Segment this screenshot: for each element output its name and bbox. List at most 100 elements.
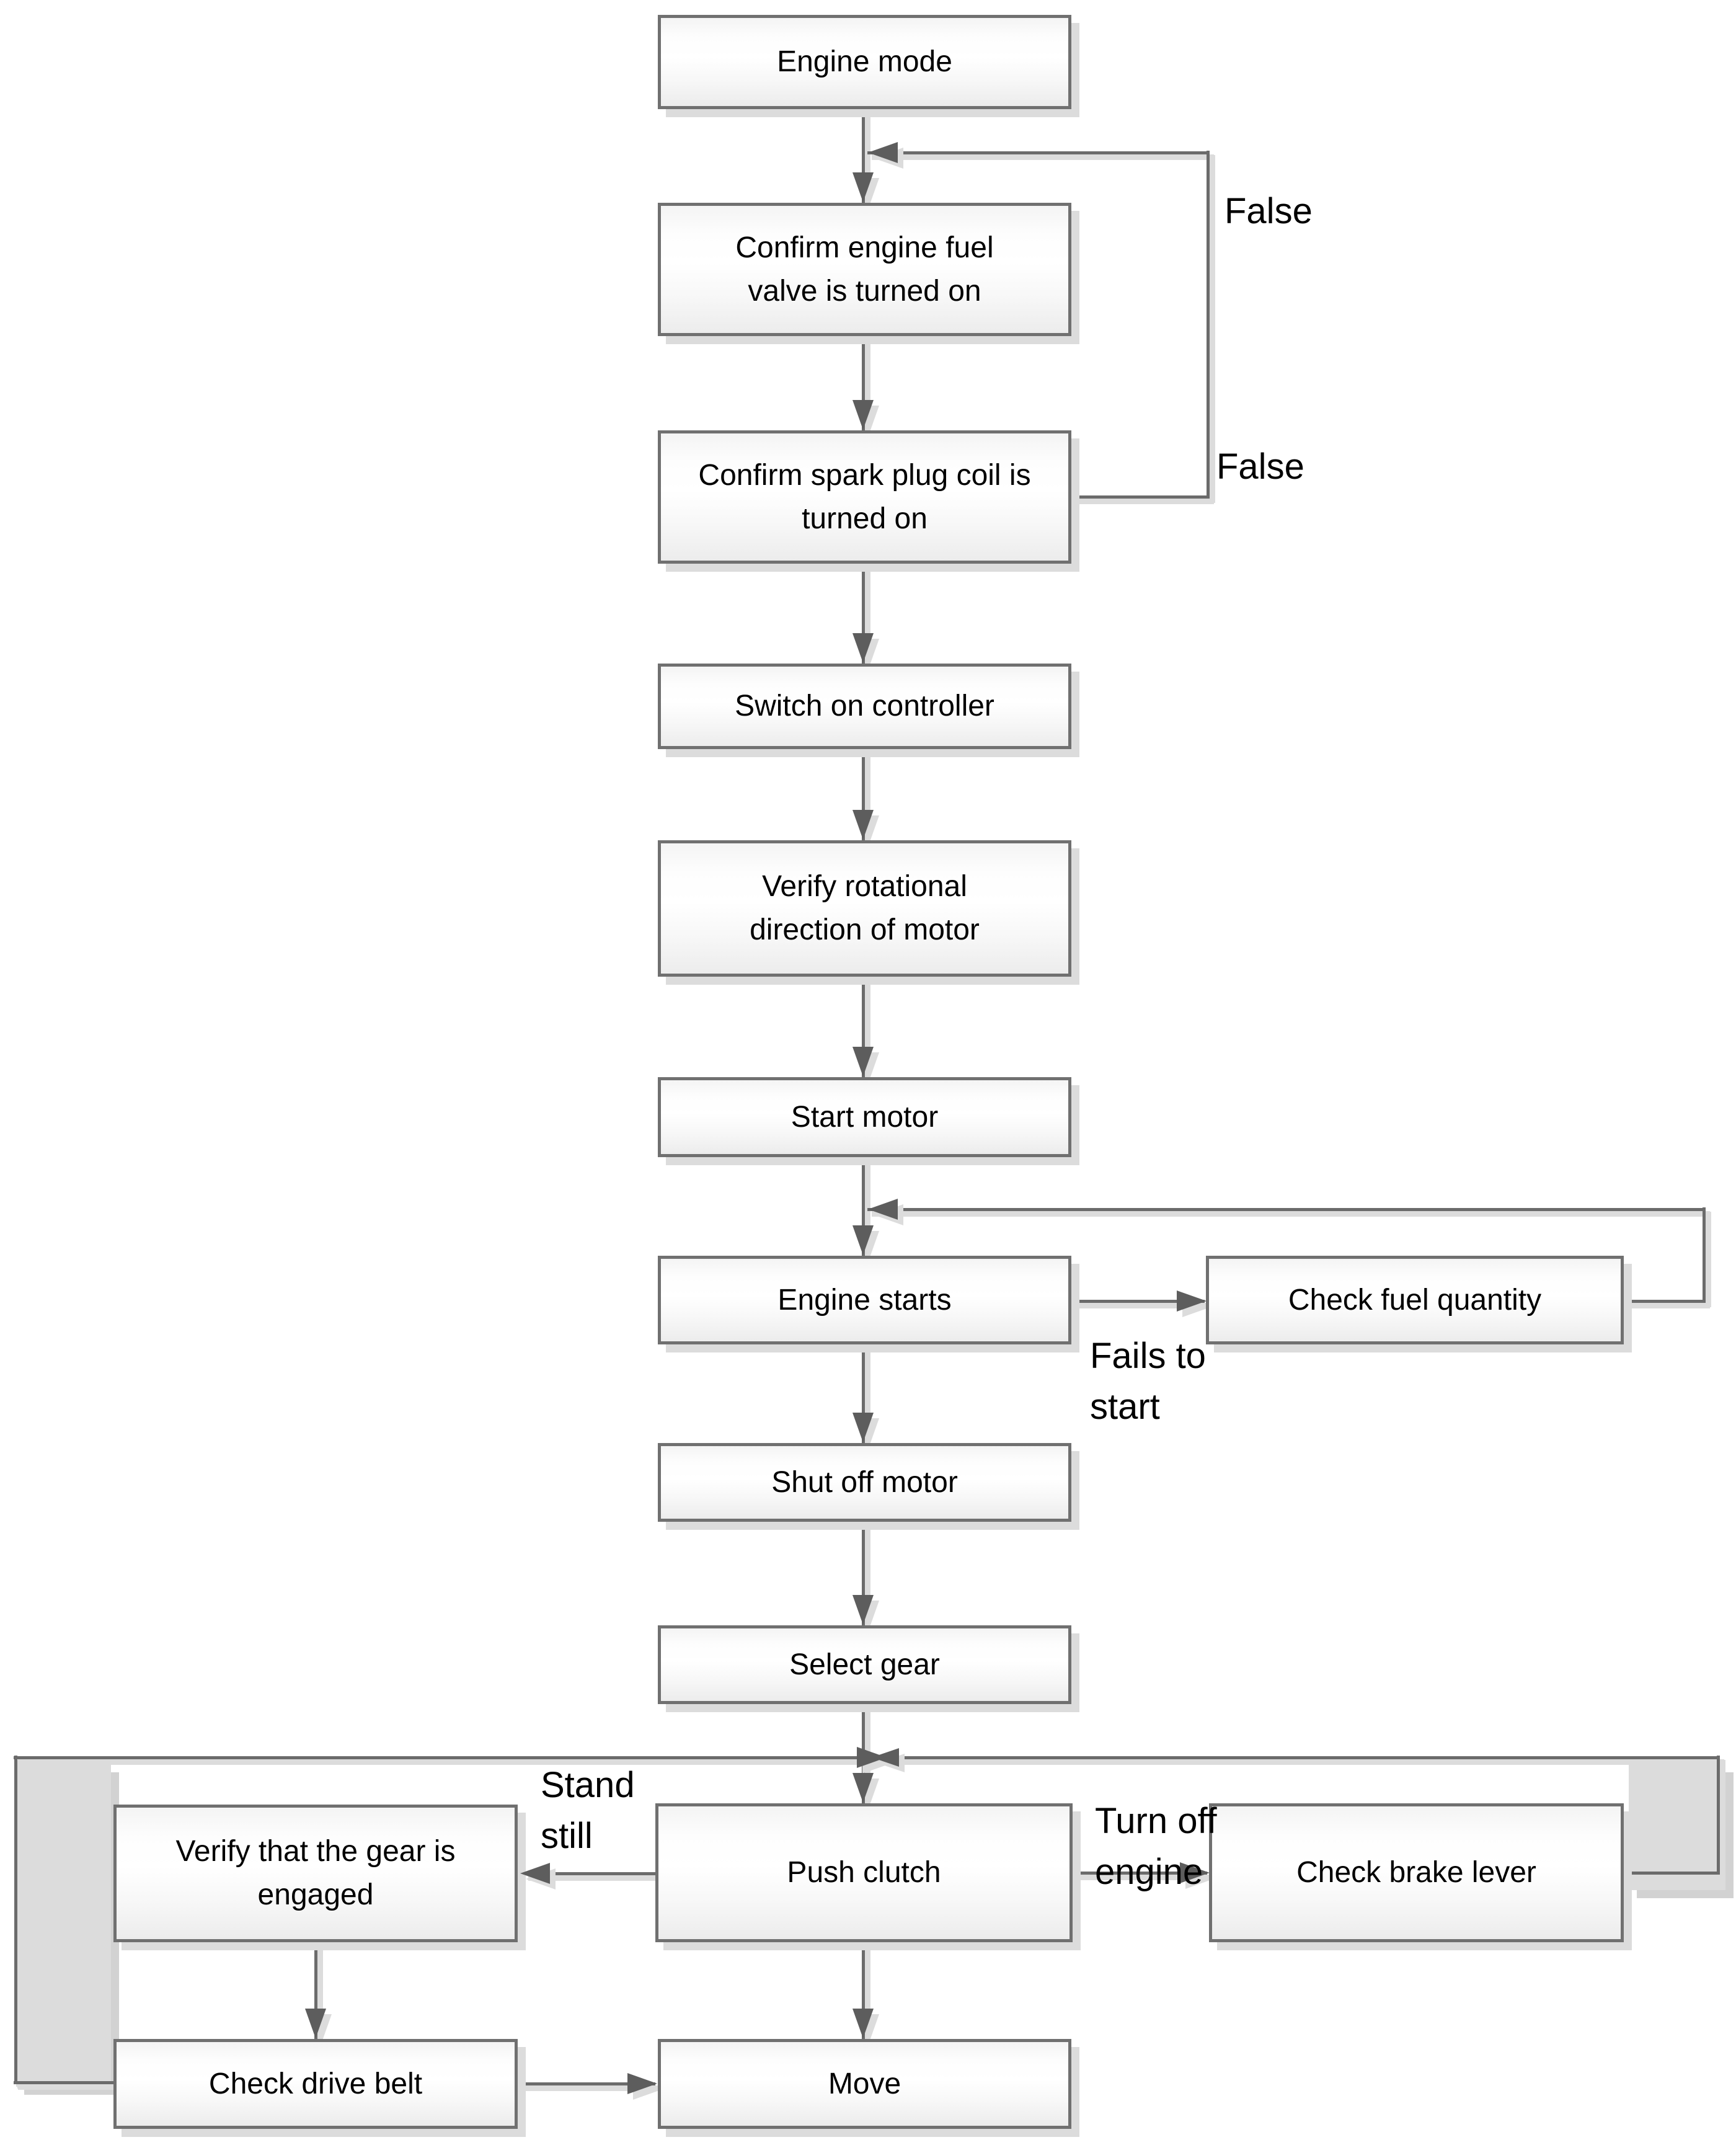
edge-false-loop-shadow [1209,155,1215,503]
edge-check-brake-loop-shadow [1626,1874,1724,1880]
edge-check-brake-loop [1622,1871,1720,1875]
node-label: Check brake lever [1296,1856,1536,1890]
edge-verify-gear-to-drive-belt [314,1940,317,2041]
node-label: Confirm engine fuel valve is turned on [735,231,994,308]
band-left-shadow [24,1772,119,2095]
edge-start-motor-to-engine-starts-shadow [864,1160,870,1262]
arrowhead-down-shadow [858,178,879,208]
label-turn-off-engine: Turn off engine [1095,1801,1217,1893]
node-check-fuel-quantity-shadow [1214,1264,1632,1352]
arrowhead-down-shadow [858,1231,879,1261]
arrowhead-left-shadow [877,1754,905,1772]
node-label: Verify rotational direction of motor [750,870,980,946]
node-label: Engine starts [777,1283,952,1317]
arrowhead-right-shadow [1182,1296,1212,1317]
arrowhead-right [1180,1862,1210,1883]
node-push-clutch: Push clutch [655,1803,1073,1942]
edge-verify-gear-to-drive-belt-shadow [317,1945,323,2045]
node-label: Start motor [790,1100,939,1134]
edge-false-loop [867,151,1210,154]
edge-spark-to-controller-shadow [864,566,870,670]
edge-push-clutch-to-verify-gear-shadow [528,1875,663,1881]
edge-verify-rotation-to-start-motor [861,975,865,1079]
edge-push-clutch-to-move-shadow [864,1945,870,2045]
edge-controller-to-verify-rotation [861,747,865,842]
arrowhead-down-shadow [858,815,879,845]
node-shut-off-motor-shadow [666,1451,1079,1530]
arrowhead-down [852,1225,874,1255]
node-move-shadow [666,2047,1079,2137]
node-start-motor: Start motor [658,1077,1071,1157]
arrowhead-right [1177,1290,1207,1312]
node-verify-rotation-shadow [666,848,1079,985]
edge-spark-to-controller [861,562,865,665]
edge-confirm-fuel-to-spark [861,334,865,432]
node-check-brake-lever: Check brake lever [1209,1803,1624,1942]
node-verify-gear-engaged-shadow [122,1813,526,1950]
node-start-motor-shadow [666,1085,1079,1165]
node-label: Move [828,2067,901,2100]
label-false-lower: False [1216,446,1304,487]
edge-push-clutch-to-verify-gear [524,1872,658,1875]
edge-false-loop [1070,495,1210,499]
edge-check-brake-loop [871,1756,1720,1759]
edge-shut-off-to-select-gear-shadow [864,1524,870,1632]
node-select-gear-shadow [666,1633,1079,1712]
arrowhead-down-shadow [858,1418,879,1448]
node-label: Confirm spark plug coil is turned on [698,458,1031,535]
node-confirm-fuel-valve-shadow [666,211,1079,344]
arrowhead-down [852,1047,874,1077]
node-switch-on-controller-shadow [666,672,1079,757]
arrowhead-left-shadow [874,1204,903,1225]
edge-drive-belt-to-move [516,2082,655,2085]
arrowhead-right-shadow [1185,1868,1215,1889]
edge-engine-starts-to-check-fuel-shadow [1074,1302,1209,1308]
edge-shut-off-to-select-gear [861,1520,865,1627]
edge-check-drive-belt-loop-shadow [18,2084,120,2090]
node-push-clutch-shadow [663,1811,1081,1950]
band-right [1629,1764,1725,1890]
node-move: Move [658,2039,1071,2129]
node-label: Verify that the gear is engaged [175,1835,456,1911]
edge-check-drive-belt-loop [14,1756,17,2084]
node-label: Engine mode [777,45,952,79]
edge-check-brake-loop-shadow [1719,1760,1725,1879]
band-left [16,1764,111,2087]
edge-check-drive-belt-loop-shadow [17,1760,23,2089]
edge-engine-mode-to-confirm-fuel-shadow [864,111,870,209]
node-label: Switch on controller [735,690,994,723]
edge-engine-starts-to-shut-off [861,1343,865,1445]
arrowhead-down-shadow [858,406,879,435]
edge-check-fuel-loop [1622,1299,1706,1303]
edge-engine-starts-to-check-fuel [1070,1299,1205,1303]
arrowhead-left-shadow [874,148,903,169]
edge-engine-mode-to-confirm-fuel [861,107,865,205]
node-label: Check fuel quantity [1288,1283,1542,1317]
edge-push-clutch-to-check-brake [1071,1871,1207,1875]
arrowhead-left [868,142,898,163]
node-confirm-spark-plug: Confirm spark plug coil is turned on [658,430,1071,564]
arrowhead-down [305,2009,326,2038]
arrowhead-down-shadow [311,2014,332,2044]
edge-check-fuel-loop [1702,1207,1706,1303]
edge-controller-to-verify-rotation-shadow [864,752,870,846]
arrowhead-down [852,172,874,202]
arrowhead-down-shadow [858,2014,879,2044]
edge-false-loop [1206,151,1210,499]
node-check-fuel-quantity: Check fuel quantity [1206,1256,1624,1344]
arrowhead-down [852,633,874,663]
node-engine-mode-shadow [666,23,1079,117]
node-switch-on-controller: Switch on controller [658,664,1071,749]
node-label: Push clutch [787,1856,941,1890]
arrowhead-left [520,1863,550,1884]
arrowhead-left [868,1199,898,1220]
edge-check-brake-loop [1716,1756,1720,1875]
node-check-drive-belt-shadow [122,2047,526,2137]
node-confirm-spark-plug-shadow [666,438,1079,572]
arrowhead-down [852,2009,874,2038]
